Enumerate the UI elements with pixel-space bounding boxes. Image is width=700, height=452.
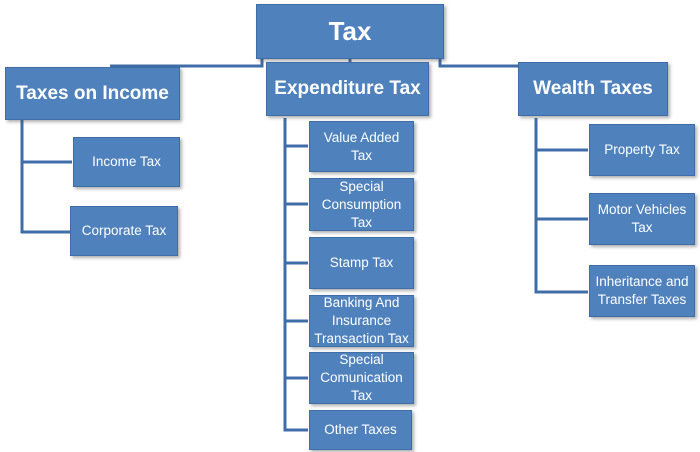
root-node-tax: Tax — [256, 4, 444, 59]
node-stamp-tax: Stamp Tax — [309, 237, 414, 289]
node-label: Income Tax — [92, 154, 161, 169]
node-income-tax: Income Tax — [73, 137, 180, 187]
connector-income-tree — [20, 120, 72, 234]
category-label: Taxes on Income — [16, 82, 169, 104]
node-motor-vehicles-tax: Motor Vehicles Tax — [589, 193, 695, 245]
node-value-added-tax: Value Added Tax — [309, 121, 414, 172]
node-banking-insurance-transaction-tax: Banking And Insurance Transaction Tax — [309, 295, 414, 347]
connector-root-income — [110, 59, 264, 68]
node-other-taxes: Other Taxes — [309, 410, 412, 450]
category-wealth-taxes: Wealth Taxes — [518, 62, 668, 116]
connector-expenditure-tree — [283, 118, 308, 432]
category-taxes-on-income: Taxes on Income — [5, 67, 180, 120]
node-corporate-tax: Corporate Tax — [70, 206, 178, 256]
node-label: Banking And Insurance Transaction Tax — [314, 295, 409, 346]
node-special-communication-tax: Special Comunication Tax — [309, 352, 414, 404]
category-label: Expenditure Tax — [274, 78, 421, 99]
node-label: Inheritance and Transfer Taxes — [595, 274, 689, 307]
node-label: Other Taxes — [324, 422, 397, 437]
node-inheritance-transfer-taxes: Inheritance and Transfer Taxes — [589, 265, 695, 317]
node-label: Motor Vehicles Tax — [597, 202, 687, 235]
node-label: Special Consumption Tax — [321, 178, 402, 230]
category-expenditure-tax: Expenditure Tax — [266, 62, 429, 116]
connector-wealth-tree — [534, 118, 588, 294]
node-label: Special Comunication Tax — [320, 352, 403, 403]
node-label: Property Tax — [604, 142, 680, 157]
node-label: Stamp Tax — [329, 255, 394, 270]
root-node-label: Tax — [328, 16, 372, 46]
node-property-tax: Property Tax — [589, 124, 695, 176]
node-label: Corporate Tax — [81, 223, 167, 238]
node-label: Value Added Tax — [323, 129, 400, 163]
node-special-consumption-tax: Special Consumption Tax — [309, 178, 414, 231]
category-label: Wealth Taxes — [533, 78, 653, 99]
